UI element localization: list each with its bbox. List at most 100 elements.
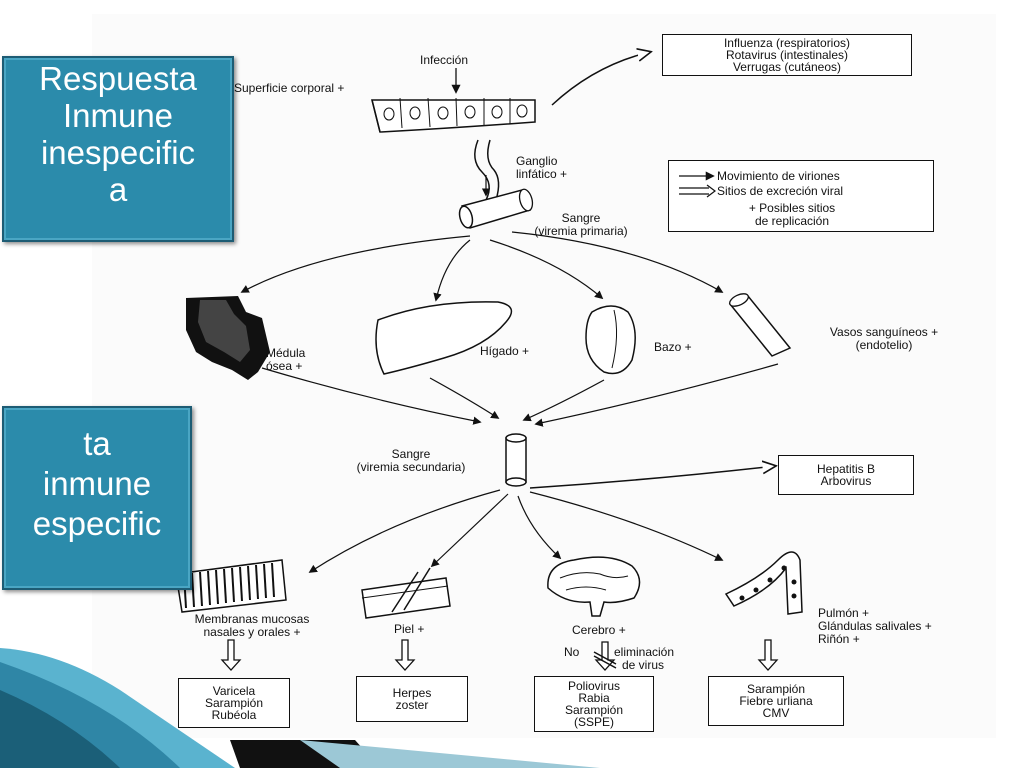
primary-blood-label-line1: Sangre xyxy=(561,211,601,225)
mucosa-label-line2: nasales y orales + xyxy=(203,625,301,639)
legend-replication-line1: + Posibles sitios xyxy=(748,201,836,215)
arrow-marrow-to-blood xyxy=(261,367,482,425)
no-elimination-label-line1: eliminación xyxy=(614,645,675,659)
lymph-node-label-line1: Ganglio xyxy=(516,154,558,168)
skin-viruses-line1: Herpes xyxy=(392,686,432,700)
liver-label: Hígado + xyxy=(480,344,530,358)
brain-viruses-line3: Sarampión xyxy=(564,703,624,717)
slide-corner-decoration xyxy=(0,648,600,768)
mucosa-viruses-box: Varicela Sarampión Rubéola xyxy=(178,678,290,728)
nonspecific-callout-line3: inespecific xyxy=(40,134,196,171)
skin-viruses-line2: zoster xyxy=(395,698,429,712)
nonspecific-response-callout[interactable]: Respuesta Inmune inespecific a xyxy=(2,56,234,242)
no-label: No xyxy=(564,645,580,659)
vessels-label-line2: (endotelio) xyxy=(855,338,913,352)
arrow-to-skin xyxy=(430,493,509,568)
nonspecific-callout-line4: a xyxy=(108,171,128,208)
lung-viruses-box: Sarampión Fiebre urliana CMV xyxy=(708,676,844,726)
bone-marrow-label: Médula ósea + xyxy=(266,347,305,373)
body-surface-label: Superficie corporal + xyxy=(234,81,345,95)
bone-marrow-shape xyxy=(186,296,270,380)
blood-vessel-endothelium xyxy=(728,293,792,357)
excretion-down-arrows xyxy=(220,639,779,671)
vessels-label: Vasos sanguíneos + (endotelio) xyxy=(796,326,972,352)
lung-label: Pulmón + Glándulas salivales + Riñón + xyxy=(818,607,932,646)
lung-label-line3: Riñón + xyxy=(818,632,860,646)
no-elimination-strike xyxy=(593,651,617,665)
brain-label: Cerebro + xyxy=(572,623,626,637)
surface-viruses-box: Influenza (respiratorios) Rotavirus (int… xyxy=(662,34,912,76)
legend-movement: Movimiento de viriones xyxy=(717,169,840,183)
arrow-spleen-to-blood xyxy=(522,379,605,422)
skin-viruses-box: Herpes zoster xyxy=(356,676,468,722)
legend-excretion: Sitios de excreción viral xyxy=(717,184,844,198)
mucosa-label-line1: Membranas mucosas xyxy=(194,612,310,626)
secondary-blood-vessel xyxy=(505,433,527,487)
skin-shape xyxy=(361,567,451,619)
secondary-blood-label: Sangre (viremia secundaria) xyxy=(326,448,496,474)
spleen-shape xyxy=(585,305,636,375)
arrow-to-mucosa xyxy=(308,489,501,573)
body-surface-cells xyxy=(371,97,536,133)
arrow-to-spleen xyxy=(489,239,604,300)
arrow-liver-to-blood xyxy=(429,377,500,419)
surface-viruses-line1: Influenza (respiratorios) xyxy=(723,36,851,50)
specific-callout-line2: inmune xyxy=(42,465,152,502)
specific-callout-line1: ta xyxy=(83,425,111,462)
lung-chain-shape xyxy=(724,551,803,615)
specific-callout-line3: especific xyxy=(32,505,162,542)
brain-viruses-line1: Poliovirus xyxy=(567,679,621,693)
primary-blood-label: Sangre (viremia primaria) xyxy=(506,212,656,238)
mucosa-label: Membranas mucosas nasales y orales + xyxy=(166,613,338,639)
lung-viruses-line3: CMV xyxy=(762,706,790,720)
arrow-vessels-to-blood xyxy=(534,363,779,427)
lymph-node-vessel xyxy=(474,139,500,201)
surface-viruses-line2: Rotavirus (intestinales) xyxy=(725,48,849,62)
lung-viruses-line1: Sarampión xyxy=(746,682,806,696)
arrow-to-lung xyxy=(529,491,724,561)
lung-label-line2: Glándulas salivales + xyxy=(818,619,932,633)
specific-response-callout[interactable]: ta inmune especific xyxy=(2,406,192,590)
arrow-to-brain xyxy=(517,495,562,560)
bone-marrow-label-line2: ósea + xyxy=(266,359,303,373)
legend-arrows xyxy=(679,171,716,198)
lung-label-line1: Pulmón + xyxy=(818,606,870,620)
blood-viruses-line2: Arbovirus xyxy=(820,474,872,488)
secondary-blood-label-line2: (viremia secundaria) xyxy=(356,460,466,474)
spleen-label: Bazo + xyxy=(654,340,692,354)
lymph-node-label: Ganglio linfático + xyxy=(516,155,567,181)
arrow-to-liver xyxy=(433,239,471,302)
bone-marrow-label-line1: Médula xyxy=(266,346,306,360)
liver-shape xyxy=(375,301,513,375)
brain-viruses-line4: (SSPE) xyxy=(573,715,614,729)
mucosa-viruses-line2: Sarampión xyxy=(204,696,264,710)
skin-label: Piel + xyxy=(394,622,425,636)
nonspecific-callout-line1: Respuesta xyxy=(39,60,197,97)
vessels-label-line1: Vasos sanguíneos + xyxy=(829,325,939,339)
mucosa-viruses-line1: Varicela xyxy=(212,684,256,698)
surface-viruses-line3: Verrugas (cutáneos) xyxy=(732,60,842,74)
nonspecific-callout-line2: Inmune xyxy=(62,97,174,134)
diagram-legend: Movimiento de viriones Sitios de excreci… xyxy=(668,160,934,232)
legend-replication-line2: de replicación xyxy=(754,214,830,228)
lung-viruses-line2: Fiebre urliana xyxy=(739,694,813,708)
mucosa-shape xyxy=(175,559,287,613)
brain-viruses-box: Poliovirus Rabia Sarampión (SSPE) xyxy=(534,676,654,732)
legend-replication: + Posibles sitios de replicación xyxy=(717,202,867,228)
blood-viruses-box: Hepatitis B Arbovirus xyxy=(778,455,914,495)
no-elimination-label: eliminación de virus xyxy=(614,646,674,672)
brain-shape xyxy=(547,556,641,617)
secondary-blood-label-line1: Sangre xyxy=(391,447,431,461)
excretion-arrow-surface xyxy=(551,52,650,106)
brain-viruses-line2: Rabia xyxy=(578,691,610,705)
arrow-to-vessels xyxy=(511,231,724,293)
excretion-arrow-blood xyxy=(529,466,775,489)
no-elimination-label-line2: de virus xyxy=(622,658,665,672)
lymph-node-label-line2: linfático + xyxy=(516,167,568,181)
primary-blood-vessel xyxy=(458,188,534,229)
blood-viruses-line1: Hepatitis B xyxy=(816,462,876,476)
mucosa-viruses-line3: Rubéola xyxy=(211,708,257,722)
arrow-to-marrow xyxy=(240,235,471,293)
